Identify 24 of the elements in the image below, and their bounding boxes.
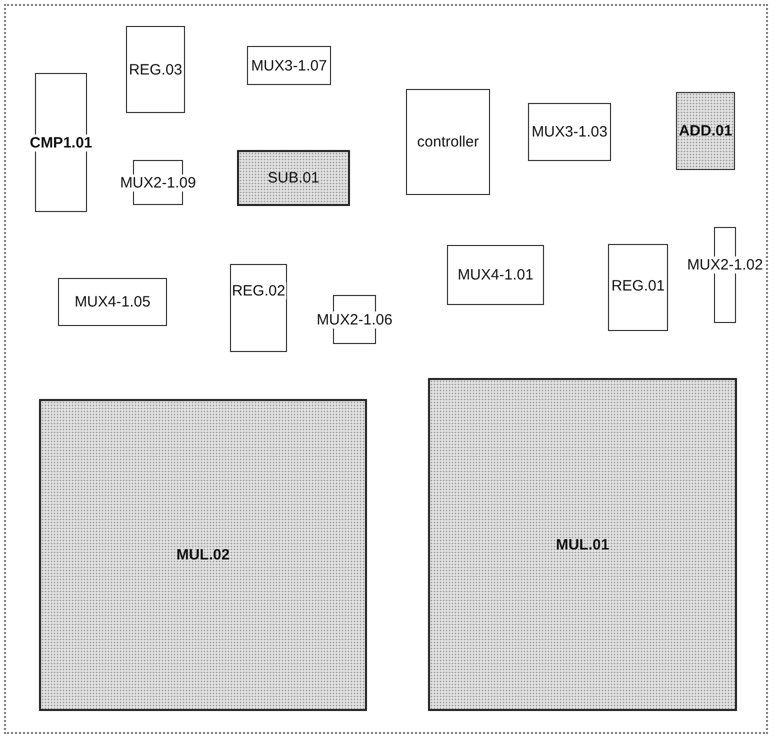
module-block	[126, 26, 185, 113]
module-block	[39, 399, 367, 711]
module-block	[247, 46, 331, 85]
module-label: CMP1.01	[28, 134, 94, 151]
module-label: MUX2-1.06	[316, 311, 394, 328]
module-block	[406, 89, 490, 195]
module-label: REG.03	[128, 61, 184, 78]
module-block	[230, 264, 287, 352]
module-block	[608, 244, 668, 331]
module-block	[237, 150, 350, 206]
module-label: REG.01	[610, 277, 666, 294]
module-block	[528, 103, 611, 161]
chip-outline	[4, 4, 768, 734]
module-block	[447, 245, 544, 305]
module-block	[428, 378, 737, 711]
module-block	[676, 92, 735, 170]
module-block	[58, 278, 167, 326]
module-label: MUL.02	[176, 546, 230, 564]
module-label: MUL.01	[556, 536, 610, 553]
module-label: MUX2-1.02	[686, 256, 764, 274]
module-label: SUB.01	[268, 170, 320, 186]
module-label: MUX2-1.09	[119, 174, 197, 191]
module-label: MUX3-1.07	[250, 57, 328, 74]
module-label: ADD.01	[678, 122, 732, 140]
